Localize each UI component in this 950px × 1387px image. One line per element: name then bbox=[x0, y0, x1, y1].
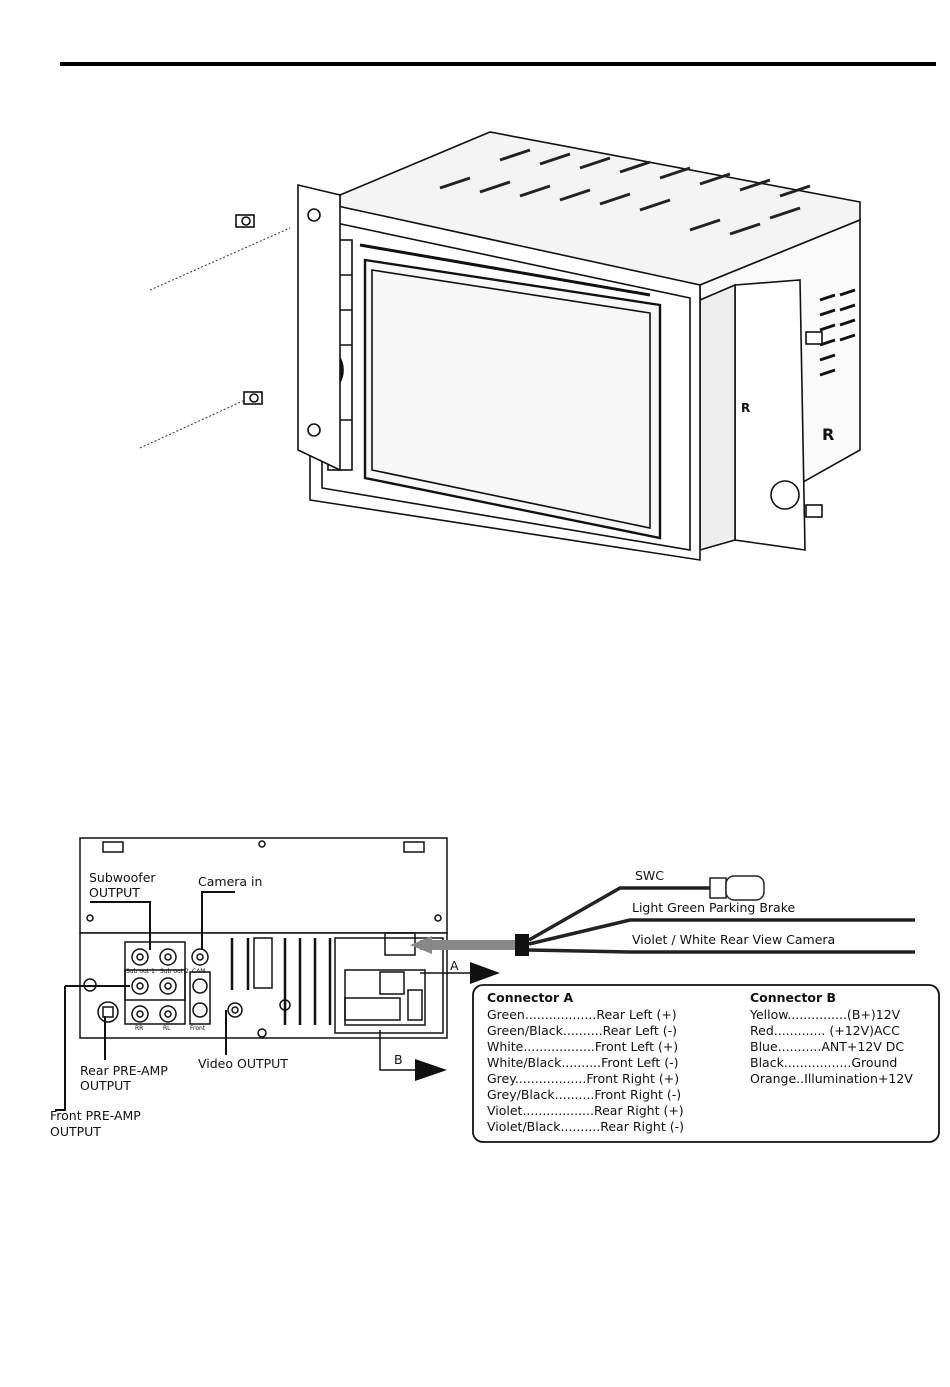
svg-text:R: R bbox=[822, 425, 834, 444]
port-label-front: Front bbox=[190, 1025, 206, 1032]
label-front-preamp-1: Front PRE-AMP bbox=[50, 1108, 141, 1123]
connector-b-row: Red............. (+12V)ACC bbox=[750, 1023, 900, 1038]
connector-a-row: Grey/Black..........Front Right (-) bbox=[487, 1087, 681, 1102]
label-front-preamp-2: OUTPUT bbox=[50, 1124, 101, 1139]
header-rule bbox=[60, 62, 936, 66]
connector-a-row: Grey..................Front Right (+) bbox=[487, 1071, 679, 1086]
svg-text:R: R bbox=[741, 401, 750, 415]
label-parking-brake: Light Green Parking Brake bbox=[632, 900, 795, 915]
label-subwoofer-1: Subwoofer bbox=[89, 870, 156, 885]
connector-a-row: Green..................Rear Left (+) bbox=[487, 1007, 677, 1022]
port-label-rl: RL bbox=[163, 1025, 171, 1032]
connector-a-row: Violet/Black..........Rear Right (-) bbox=[487, 1119, 684, 1134]
port-label-cam: CAM bbox=[192, 968, 205, 975]
connector-b-row: Black.................Ground bbox=[750, 1055, 897, 1070]
label-subwoofer-2: OUTPUT bbox=[89, 885, 140, 900]
unit-mounting-illustration: R R bbox=[139, 131, 861, 561]
connector-b-row: Orange..Illumination+12V bbox=[750, 1071, 913, 1086]
connector-a-row: Violet..................Rear Right (+) bbox=[487, 1103, 684, 1118]
label-camera-in: Camera in bbox=[198, 874, 262, 889]
port-label-rr: RR bbox=[135, 1025, 143, 1032]
port-label-sub2: Sub out 2 bbox=[160, 968, 189, 975]
connector-b-title: Connector B bbox=[750, 990, 836, 1005]
label-rear-camera: Violet / White Rear View Camera bbox=[632, 932, 835, 947]
label-arrow-b: B bbox=[394, 1052, 403, 1067]
port-label-sub1: Sub out 1 bbox=[126, 968, 155, 975]
label-swc: SWC bbox=[635, 868, 664, 883]
connector-b-row: Blue...........ANT+12V DC bbox=[750, 1039, 904, 1054]
connector-legend: Connector A Green..................Rear … bbox=[472, 984, 940, 1143]
connector-a-row: White..................Front Left (+) bbox=[487, 1039, 678, 1054]
connector-a-row: White/Black..........Front Left (-) bbox=[487, 1055, 678, 1070]
label-arrow-a: A bbox=[450, 958, 459, 973]
label-rear-preamp-1: Rear PRE-AMP bbox=[80, 1063, 168, 1078]
label-rear-preamp-2: OUTPUT bbox=[80, 1078, 131, 1093]
connector-a-title: Connector A bbox=[487, 990, 574, 1005]
connector-b-row: Yellow...............(B+)12V bbox=[749, 1007, 901, 1022]
rear-connection-diagram: Sub out 1 Sub out 2 CAM RR RL Front Subw… bbox=[50, 837, 940, 1143]
label-video-output: Video OUTPUT bbox=[198, 1056, 288, 1071]
connector-a-row: Green/Black..........Rear Left (-) bbox=[487, 1023, 677, 1038]
